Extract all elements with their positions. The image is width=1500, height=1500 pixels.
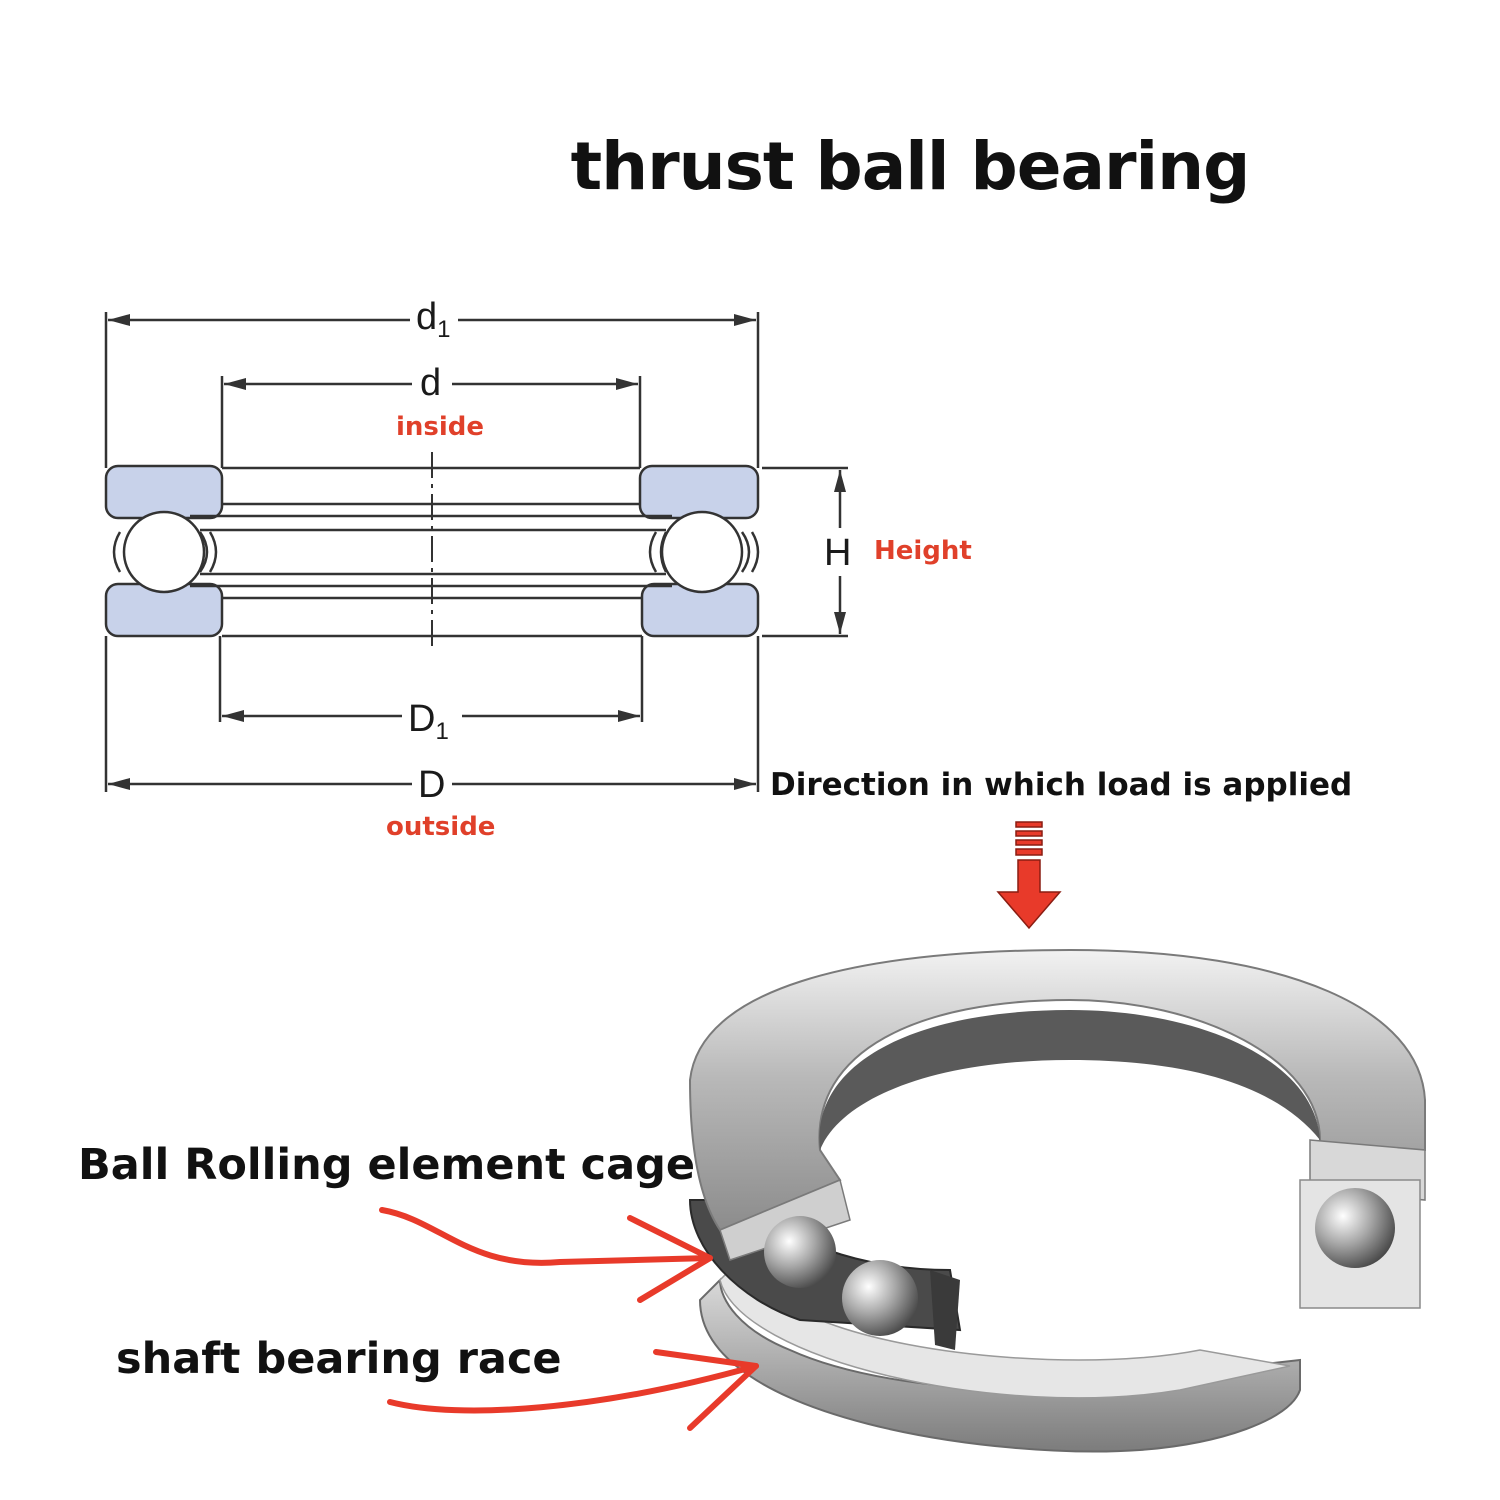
dimension-D-label: D	[418, 764, 446, 806]
inside-note: inside	[396, 412, 485, 442]
ball-left	[122, 510, 206, 594]
cage-clip	[208, 531, 218, 573]
top-washer-left	[104, 464, 224, 520]
bearing-3d-illustration	[688, 948, 1426, 1453]
cage-callout-arrow	[379, 1207, 713, 1266]
cage-clip	[750, 531, 760, 573]
ball-right	[660, 510, 744, 594]
ball-3d	[842, 1260, 918, 1336]
race-callout-arrow	[387, 1363, 759, 1414]
ball-3d	[764, 1216, 836, 1288]
dimension-H-label: H	[824, 532, 852, 574]
cage-callout-label: Ball Rolling element cage	[78, 1140, 696, 1190]
cage-clip	[198, 531, 209, 573]
ball-3d	[1315, 1188, 1395, 1268]
cage-clip	[112, 531, 122, 573]
cage-clip	[648, 531, 658, 573]
load-direction-label: Direction in which load is applied	[770, 767, 1353, 803]
dimension-d-label: d	[420, 362, 442, 404]
cage-callout-arrowhead	[627, 1215, 713, 1303]
diagram-title: thrust ball bearing	[570, 128, 1251, 205]
race-callout-arrowhead	[653, 1349, 759, 1431]
cage-clip	[740, 531, 751, 573]
dimension-d1-label: d1	[416, 296, 451, 343]
race-callout-label: shaft bearing race	[116, 1334, 562, 1384]
dimension-D1-label: D1	[408, 698, 449, 745]
load-arrow	[996, 821, 1062, 930]
dimension-arrowheads	[108, 314, 846, 790]
top-washer-right	[638, 464, 760, 520]
height-note: Height	[874, 536, 972, 566]
outside-note: outside	[386, 812, 496, 842]
